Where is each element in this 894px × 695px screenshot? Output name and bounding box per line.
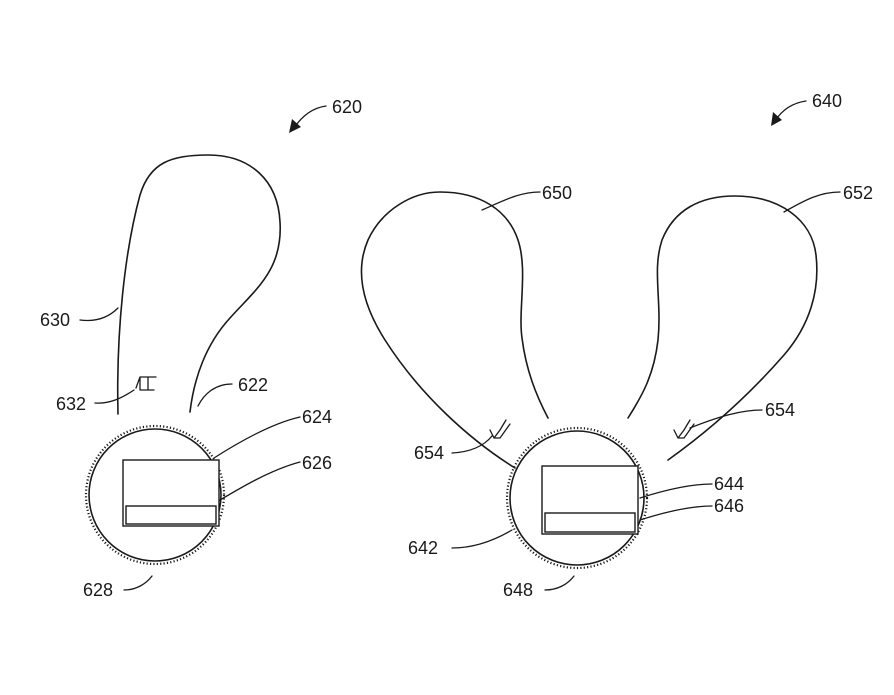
lead-632 (94, 389, 135, 404)
label-630: 630 (40, 310, 70, 330)
label-654-left: 654 (414, 443, 444, 463)
lead-624 (213, 416, 301, 459)
label-622: 622 (238, 375, 268, 395)
housing-622 (88, 428, 222, 562)
label-644: 644 (714, 474, 744, 494)
lobe-right-652 (627, 195, 818, 461)
lead-652 (783, 191, 841, 213)
lead-628 (123, 575, 153, 591)
label-648: 648 (503, 580, 533, 600)
ref-arrow-620 (289, 105, 327, 133)
lead-654-right (689, 409, 763, 429)
rim-648 (505, 426, 649, 570)
lead-654-left (451, 435, 493, 454)
clip-right-654 (673, 419, 695, 439)
lead-630 (79, 307, 119, 322)
display-strip-626 (125, 505, 217, 525)
label-632: 632 (56, 394, 86, 414)
housing-642 (509, 430, 645, 566)
label-652: 652 (843, 183, 873, 203)
clip-632 (135, 376, 157, 391)
label-628: 628 (83, 580, 113, 600)
lead-642 (451, 529, 513, 549)
label-620: 620 (332, 97, 362, 117)
label-640: 640 (812, 91, 842, 111)
lobe-left-650 (360, 191, 549, 469)
label-654-right: 654 (765, 400, 795, 420)
rim-628 (84, 424, 226, 566)
display-strip-646 (544, 512, 636, 533)
device-640: 640 650 652 654 654 642 644 646 648 (360, 91, 873, 600)
lead-646 (639, 505, 713, 521)
label-642: 642 (408, 538, 438, 558)
ref-arrow-640 (771, 100, 807, 126)
lead-650 (481, 191, 541, 211)
label-650: 650 (542, 183, 572, 203)
lead-648 (544, 575, 575, 591)
lobe-630 (116, 154, 281, 415)
device-620: 620 630 632 622 624 626 628 (40, 97, 362, 600)
label-626: 626 (302, 453, 332, 473)
label-624: 624 (302, 407, 332, 427)
label-646: 646 (714, 496, 744, 516)
lead-622 (197, 383, 233, 407)
lead-644 (639, 483, 713, 499)
clip-left-654 (489, 419, 511, 439)
